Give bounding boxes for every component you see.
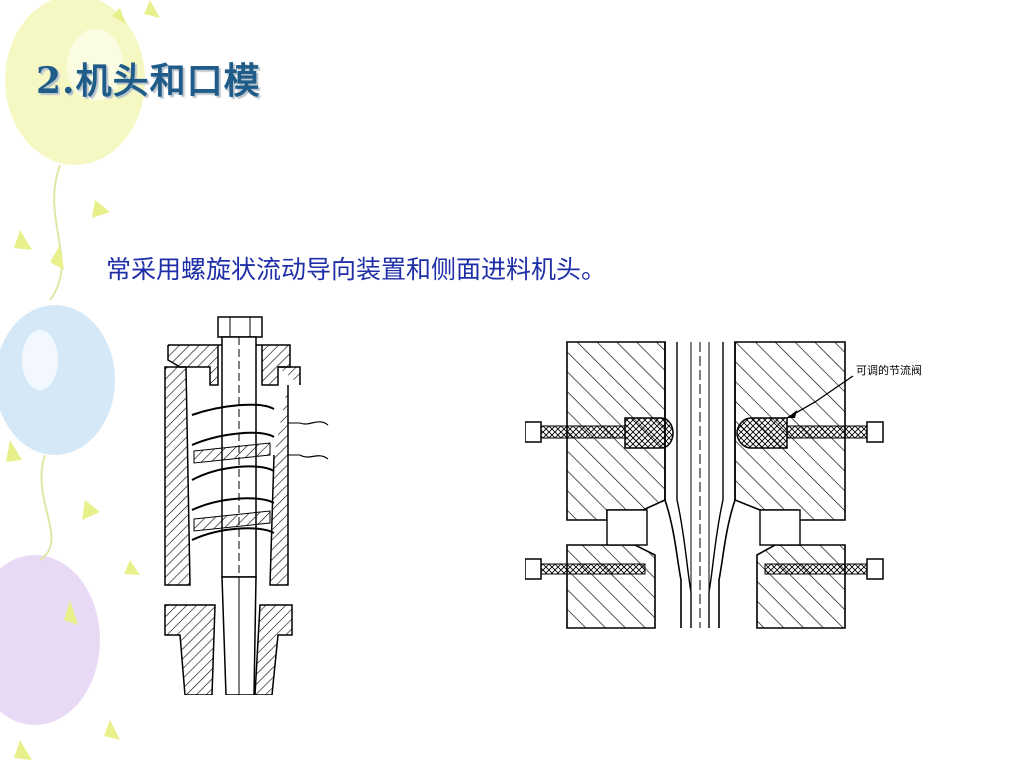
valve-leader-arrow [787,410,797,418]
spiral-groove [191,527,275,541]
adjust-screw-upper-left [534,425,626,439]
balloon-string [49,164,63,301]
throttle-valve-left [624,417,674,449]
spiral-groove [191,465,275,481]
side-inlet [299,421,329,426]
balloon-string [39,454,53,561]
adjust-screw-upper-right [786,425,874,439]
flow-channel [664,342,736,628]
die-ring [164,604,216,695]
screw-head-upper-left [525,421,542,443]
star-shape [104,720,120,740]
star-shape [64,600,78,625]
die-ring [254,604,293,695]
star-shape [144,0,160,18]
star-shape [124,560,140,575]
adjust-screw-lower-left [534,563,646,575]
valve-label: 可调的节流阀 [856,364,922,377]
spiral-groove [191,403,275,416]
lower-block-left [566,544,656,629]
spiral-band [193,510,271,532]
side-inlet [299,454,329,460]
star-shape [6,440,22,462]
spiral-die-head-diagram [164,316,329,695]
top-nut [217,316,263,338]
blue-balloon [0,305,115,455]
star-shape [14,230,32,250]
adjust-screw-lower-right [764,563,874,575]
screw-head-upper-right [866,421,884,443]
outer-body-right [269,366,301,586]
star-shape [92,200,110,218]
star-shape [82,500,100,520]
valve-leader-line [786,375,854,419]
star-shape [112,8,126,24]
throttle-valve-right [736,417,788,449]
slide-title: 2.机头和口模 [36,60,261,102]
spiral-groove [191,431,275,446]
star-shape [50,245,64,270]
star-shape [14,740,32,760]
lower-step-right [759,509,801,546]
screw-head-lower-left [525,558,542,580]
screw-head-lower-right [866,558,884,580]
lower-block-right [756,544,846,629]
outer-body-left [164,366,191,586]
yellow-balloon-highlight [67,29,123,101]
spiral-band [193,442,271,464]
purple-balloon [0,555,100,725]
balloon-decoration [0,0,160,760]
slide-body-text: 常采用螺旋状流动导向装置和侧面进料机头。 [106,255,607,284]
lower-step-left [606,509,648,546]
side-feed-die-head-diagram [525,341,884,629]
spiral-groove [191,497,275,511]
blue-balloon-highlight [22,330,58,390]
